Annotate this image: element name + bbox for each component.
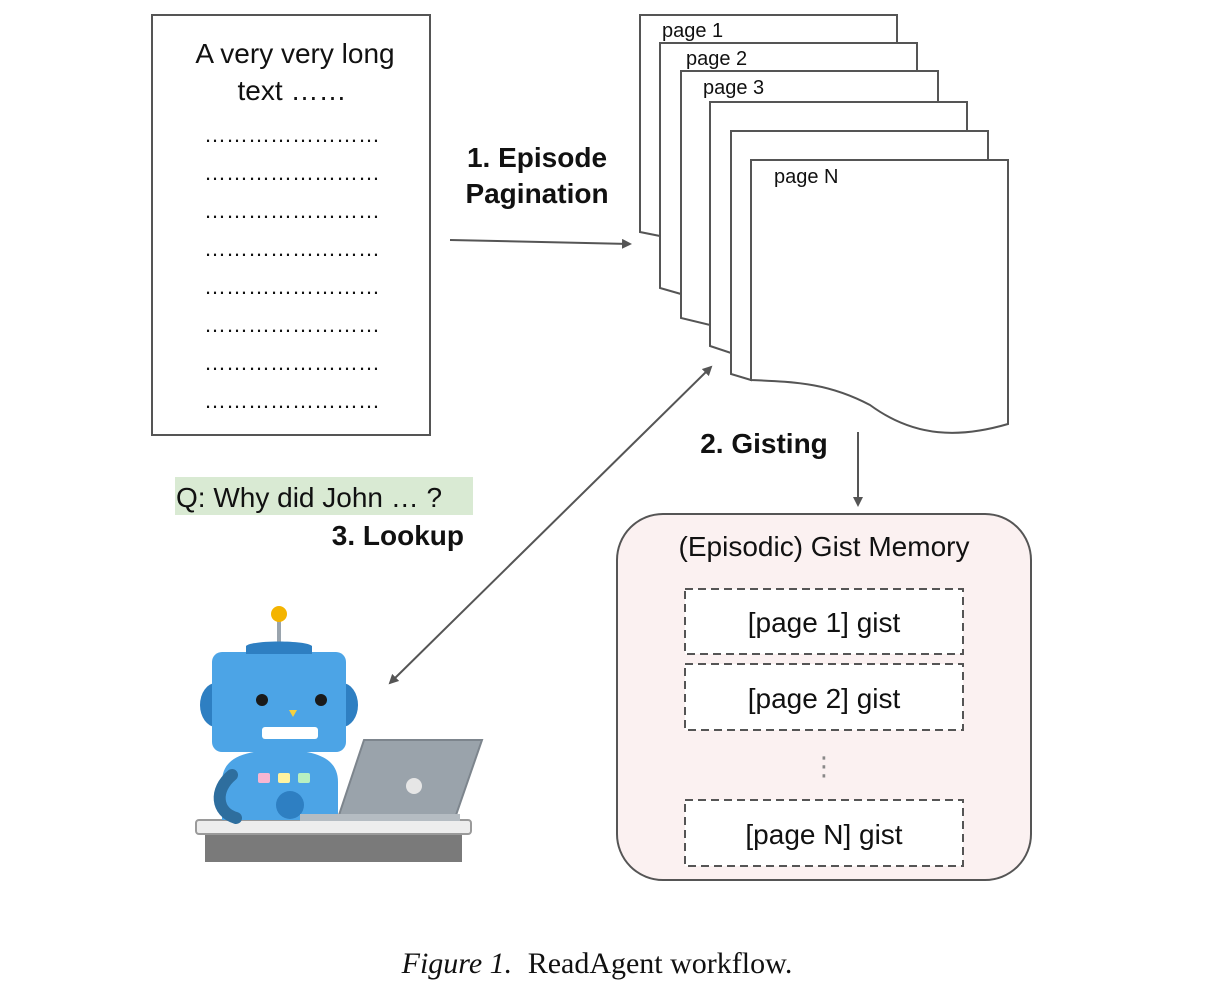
question-text: Q: Why did John … ? [176, 482, 442, 513]
document-dotted-line: …………………… [204, 388, 380, 413]
gist-item: [page N] gist [684, 799, 964, 867]
document-dotted-line: …………………… [204, 312, 380, 337]
laptop-screen-back [336, 739, 484, 819]
figure-caption: Figure 1. ReadAgent workflow. [401, 947, 793, 980]
caption-text: ReadAgent workflow. [528, 947, 793, 980]
long-text-document: A very very long text …… …………………… ………………… [151, 14, 431, 436]
document-dotted-line: …………………… [204, 274, 380, 299]
gisting-label: 2. Gisting [700, 428, 828, 459]
lookup-label: 3. Lookup [332, 520, 464, 551]
pagination-arrow [449, 238, 632, 249]
document-dotted-line: …………………… [204, 160, 380, 185]
robot-nose [289, 710, 297, 717]
gist-item-label: [page 2] gist [748, 683, 901, 714]
document-dotted-line: …………………… [204, 236, 380, 261]
laptop-logo [406, 778, 422, 794]
document-dotted-line: …………………… [204, 350, 380, 375]
gist-item: [page 1] gist [684, 588, 964, 655]
robot-body [222, 750, 338, 820]
lookup-arrow [388, 365, 713, 685]
laptop-base [300, 814, 460, 821]
robot-button [258, 773, 270, 783]
document-dotted-line: …………………… [204, 198, 380, 223]
page-label: page 1 [662, 20, 723, 42]
desk-front [205, 832, 462, 862]
gist-item: [page 2] gist [684, 663, 964, 731]
pagination-label-line1: 1. Episode [467, 142, 607, 173]
page-label: page N [774, 166, 839, 188]
gist-memory-title: (Episodic) Gist Memory [679, 531, 970, 562]
pagination-step: 1. Episode Pagination [449, 142, 632, 249]
robot-head-top [246, 641, 312, 654]
page-stack: page 1 page 2 page 3 page N [639, 14, 1009, 434]
gist-ellipsis: ⋮ [811, 751, 837, 781]
caption: Figure 1. ReadAgent workflow. [401, 947, 793, 980]
caption-label: Figure 1. [401, 947, 513, 980]
page-sheet-last: page N [750, 159, 1009, 434]
page-label: page 2 [686, 48, 747, 70]
gist-item-label: [page 1] gist [748, 607, 901, 638]
gist-memory: (Episodic) Gist Memory [page 1] gist [pa… [616, 513, 1032, 881]
gist-item-label: [page N] gist [745, 819, 902, 850]
robot-antenna-tip [271, 606, 287, 622]
robot-button [278, 773, 290, 783]
robot-button [298, 773, 310, 783]
robot-illustration [195, 606, 484, 862]
robot-eye [315, 694, 327, 706]
page-label: page 3 [703, 77, 764, 99]
gisting-step: 2. Gisting [700, 428, 863, 507]
robot-mouth [262, 727, 318, 739]
document-title: A very very long [195, 38, 394, 69]
robot-eye [256, 694, 268, 706]
document-dotted-line: …………………… [204, 122, 380, 147]
question-lookup: Q: Why did John … ? 3. Lookup [175, 365, 713, 685]
robot-hand [276, 791, 304, 819]
pagination-label-line2: Pagination [465, 178, 608, 209]
document-title-line2: text …… [238, 75, 347, 106]
robot-arm [213, 769, 242, 824]
